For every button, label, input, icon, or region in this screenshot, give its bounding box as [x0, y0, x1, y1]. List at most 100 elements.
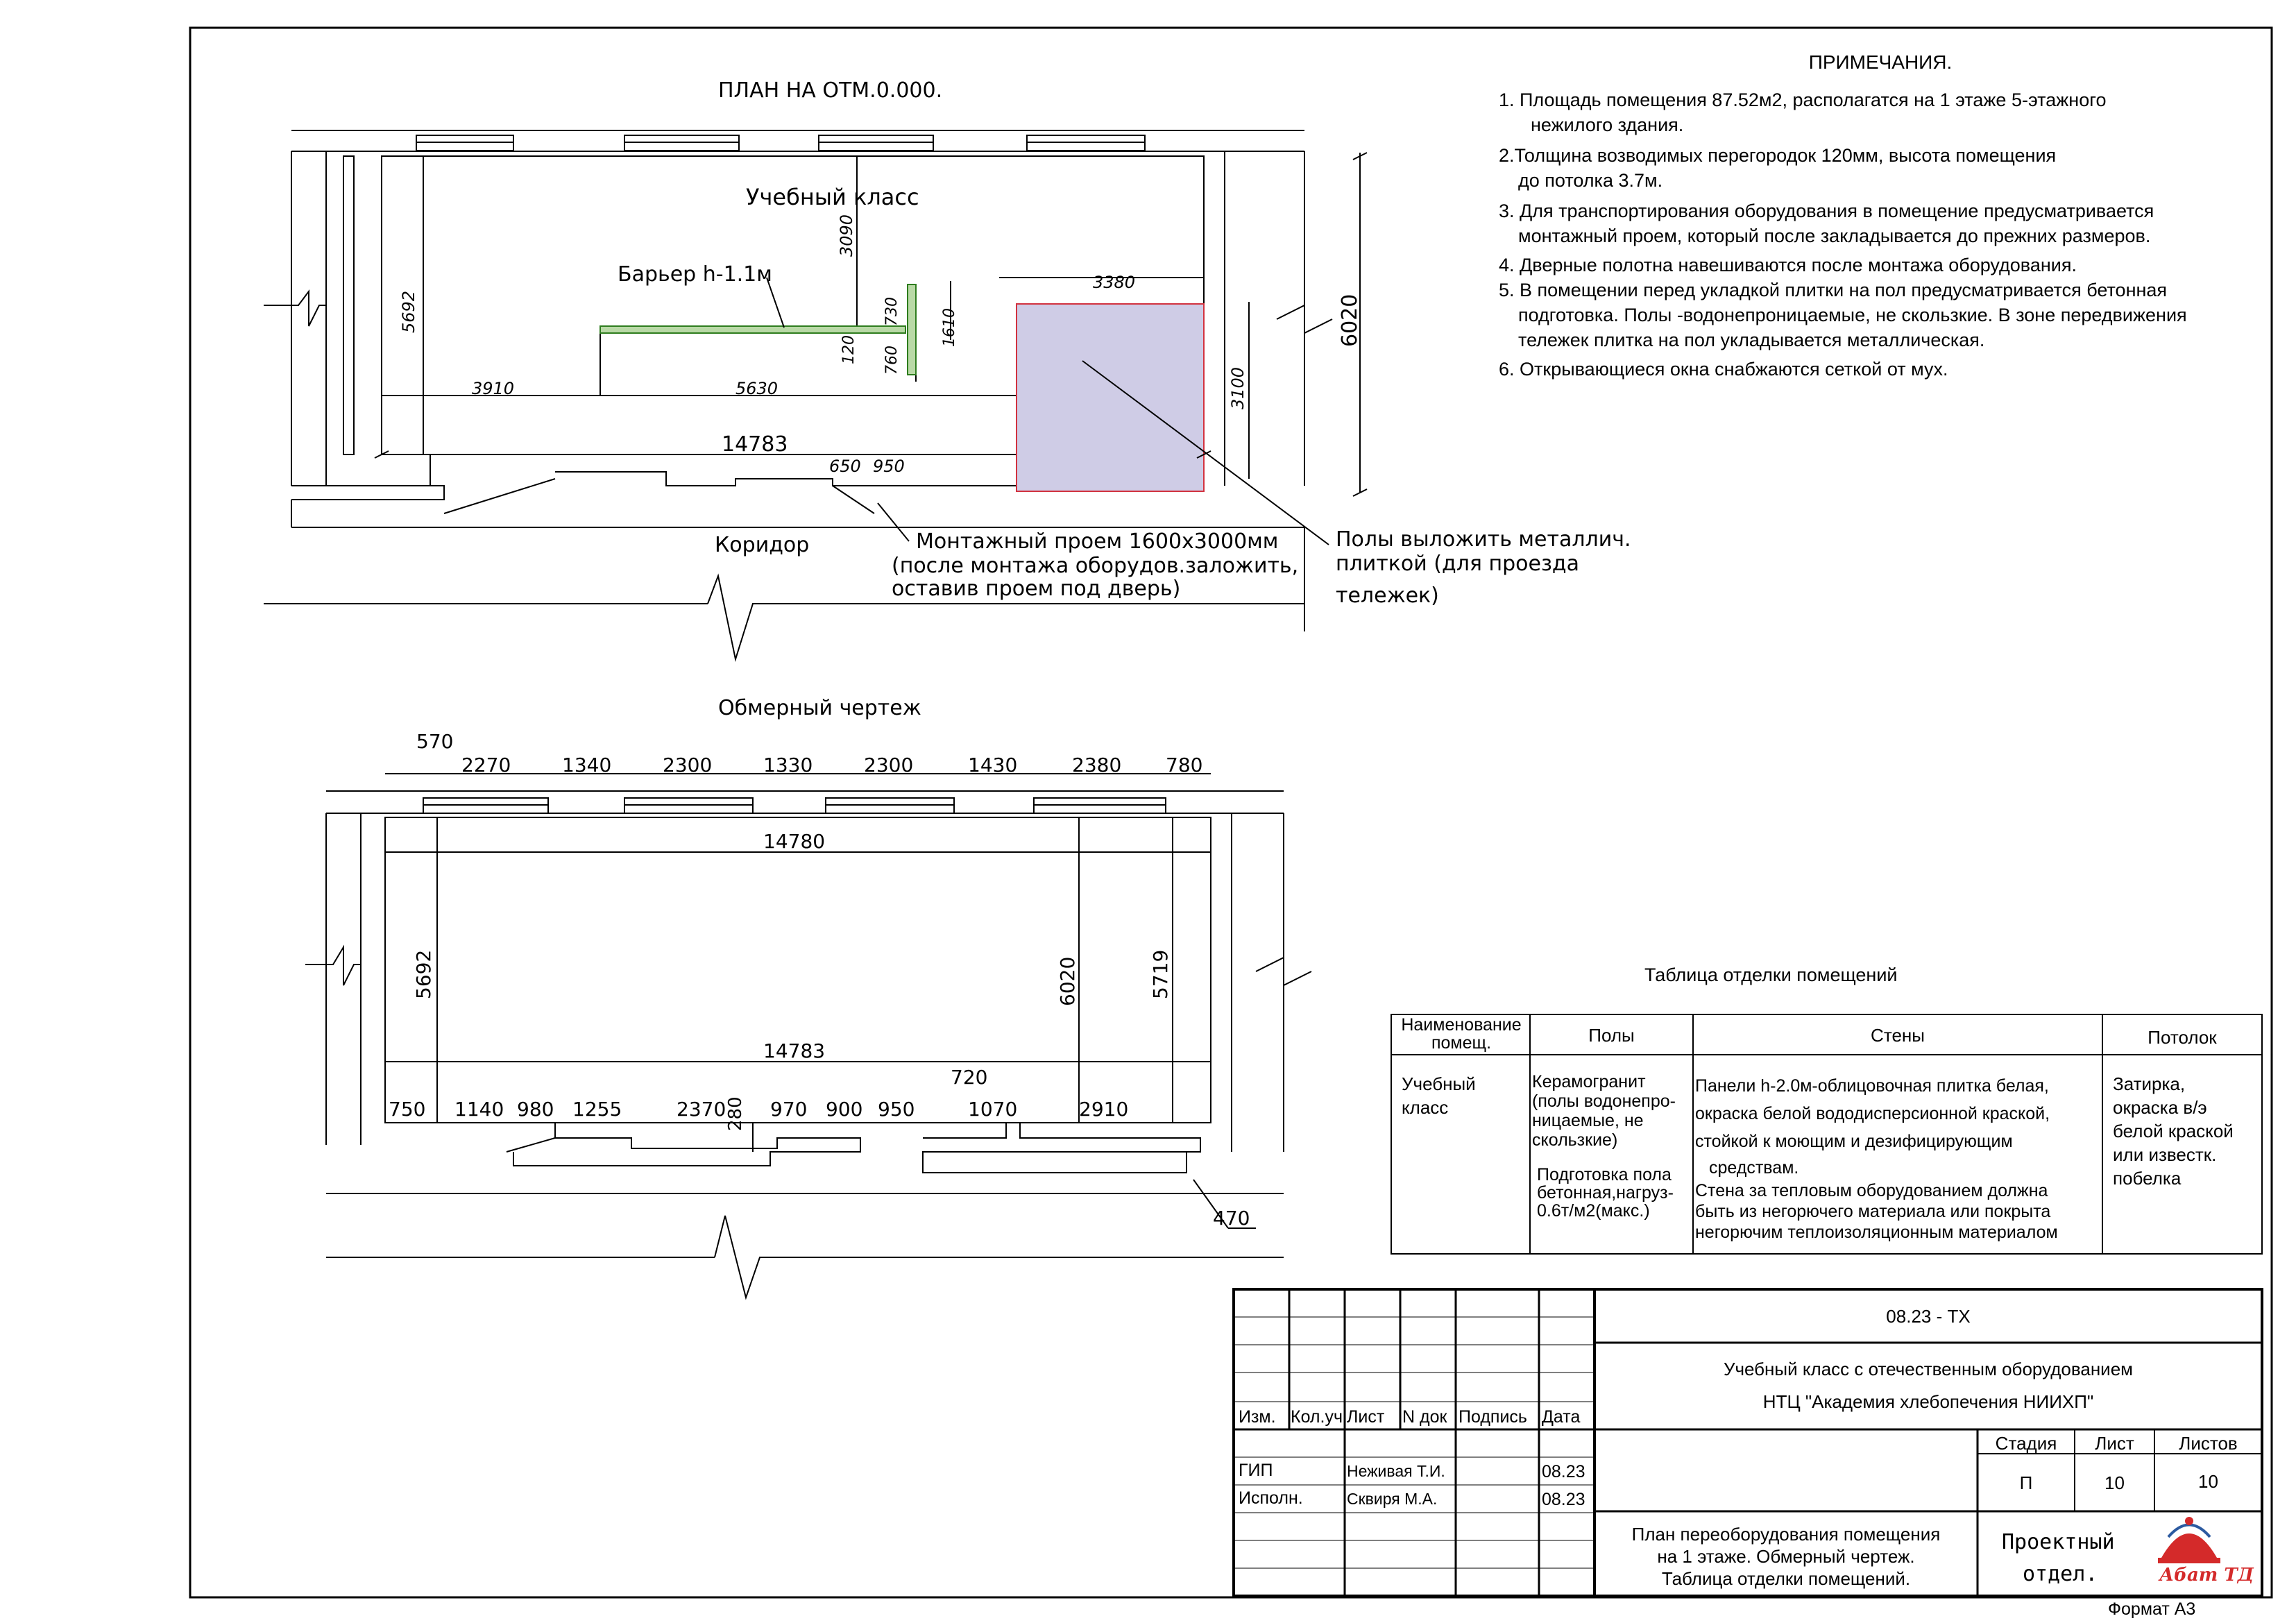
survey-dim-14783: 14783 [763, 1039, 825, 1062]
survey-dim-14780: 14780 [763, 830, 825, 853]
survey-top-dim-5: 1330 [763, 754, 813, 776]
sheet-frame [189, 26, 2273, 1599]
row-walls: Панели h-2.0м-облицовочная плитка белая,… [1695, 1076, 2058, 1242]
survey-top-dim-4: 2300 [663, 754, 712, 776]
notes-header: ПРИМЕЧАНИЯ. [1808, 51, 1953, 73]
dim-3910: 3910 [472, 379, 514, 398]
sheet-title: План переоборудования помещения на 1 эта… [1631, 1524, 1941, 1589]
survey-top-dim-1: 570 [416, 730, 453, 753]
name-gip: Неживая Т.И. [1347, 1462, 1445, 1480]
dim-120: 120 [840, 335, 858, 364]
dim-6020: 6020 [1338, 294, 1362, 347]
name-exec: Сквиря М.А. [1347, 1490, 1438, 1508]
plan-title: ПЛАН НА ОТМ.0.000. [718, 78, 942, 103]
col-signature: Подпись [1459, 1407, 1527, 1427]
dim-3090: 3090 [837, 214, 856, 257]
finish-table-grid [1391, 1014, 2263, 1255]
row-floors-1: Керамогранит (полы водонепро- ницаемые, … [1532, 1072, 1676, 1150]
survey-top-dim-9: 780 [1166, 754, 1202, 776]
survey-drawing [305, 773, 1312, 1300]
survey-dim-470: 470 [1213, 1207, 1250, 1230]
note-2: 2.Толщина возводимых перегородок 120мм, … [1499, 145, 2057, 191]
room-label: Учебный класс [746, 184, 919, 210]
note-3: 3. Для транспортирования оборудования в … [1499, 201, 2154, 246]
dim-3380: 3380 [1093, 273, 1135, 292]
survey-title: Обмерный чертеж [718, 696, 921, 720]
col-header-ceiling: Потолок [2148, 1027, 2217, 1048]
plan-labels: ПЛАН НА ОТМ.0.000. Учебный класс Барьер … [399, 78, 1631, 608]
col-ndoc: N док [1402, 1407, 1447, 1427]
role-exec: Исполн. [1239, 1488, 1303, 1508]
dim-950: 950 [873, 457, 905, 476]
col-header-floors: Полы [1588, 1025, 1635, 1046]
col-kolch: Кол.уч [1291, 1407, 1343, 1427]
survey-bottom-dim-4: 1255 [572, 1098, 622, 1121]
opening-label-1: Монтажный проем 1600х3000мм [916, 529, 1278, 554]
doc-code: 08.23 - ТХ [1886, 1306, 1971, 1327]
note-1: 1. Площадь помещения 87.52м2, располагат… [1499, 90, 2107, 135]
date-exec: 08.23 [1542, 1490, 1585, 1509]
sheets-label: Листов [2179, 1433, 2238, 1454]
floor-label-1: Полы выложить металлич. [1336, 527, 1631, 552]
opening-label-2: (после монтажа оборудов.заложить, [892, 554, 1298, 578]
dim-3100: 3100 [1228, 367, 1248, 409]
row-name: Учебный класс [1402, 1073, 1476, 1118]
dept-name: Проектный отдел. [2002, 1530, 2115, 1586]
abat-logo [2158, 1517, 2220, 1563]
logo-text: Абат ТД [2159, 1565, 2254, 1586]
plan-drawing [264, 130, 1368, 662]
floor-label-2: плиткой (для проезда [1336, 552, 1579, 576]
dim-730: 730 [883, 297, 901, 326]
row-floors-2: Подготовка пола бетонная,нагруз- 0.6т/м2… [1537, 1165, 1674, 1221]
survey-top-dim-8: 2380 [1072, 754, 1121, 776]
floor-label-3: тележек) [1336, 584, 1439, 608]
survey-bottom-dim-8: 900 [826, 1098, 862, 1121]
role-gip: ГИП [1239, 1461, 1273, 1480]
note-6: 6. Открывающиеся окна снабжаются сеткой … [1499, 359, 1948, 380]
org-name: НТЦ "Академия хлебопечения НИИХП" [1762, 1391, 2094, 1412]
notes-block: ПРИМЕЧАНИЯ. 1. Площадь помещения 87.52м2… [1499, 50, 2262, 382]
survey-bottom-dim-5: 2370 [677, 1098, 726, 1121]
date-gip: 08.23 [1542, 1462, 1585, 1481]
sheet-value: 10 [2104, 1472, 2125, 1493]
note-4: 4. Дверные полотна навешиваются после мо… [1499, 255, 2077, 275]
survey-bottom-dim-6: 280 [725, 1096, 746, 1131]
dim-5692: 5692 [399, 291, 418, 333]
survey-bottom-dim-2: 1140 [454, 1098, 504, 1121]
survey-bottom-dim-3: 980 [517, 1098, 554, 1121]
survey-top-dim-2: 2270 [461, 754, 511, 776]
note-5: 5. В помещении перед укладкой плитки на … [1499, 280, 2187, 350]
survey-dim-6020: 6020 [1056, 957, 1079, 1006]
survey-top-dim-3: 1340 [562, 754, 611, 776]
survey-dim-5692: 5692 [412, 950, 435, 999]
corridor-label: Коридор [715, 533, 809, 557]
col-date: Дата [1542, 1407, 1581, 1427]
stage-value: П [2019, 1472, 2033, 1493]
sheets-value: 10 [2198, 1471, 2218, 1492]
col-izm: Изм. [1239, 1407, 1276, 1427]
col-header-walls: Стены [1871, 1025, 1925, 1046]
survey-bottom-dim-11: 2910 [1079, 1098, 1128, 1121]
finish-table-caption: Таблица отделки помещений [1644, 965, 1898, 985]
survey-bottom-dim-7: 970 [770, 1098, 807, 1121]
dim-1610: 1610 [941, 308, 958, 347]
survey-dim-5719: 5719 [1149, 950, 1172, 999]
survey-dim-720: 720 [951, 1066, 987, 1089]
dim-14783: 14783 [722, 432, 788, 457]
survey-labels: Обмерный чертеж 570 2270 1340 2300 1330 … [389, 696, 1250, 1230]
survey-top-dim-6: 2300 [864, 754, 913, 776]
survey-top-dim-7: 1430 [968, 754, 1017, 776]
barrier-label: Барьер h-1.1м [618, 262, 772, 287]
dim-5630: 5630 [735, 379, 778, 398]
title-block-grid [1232, 1288, 2263, 1597]
project-name: Учебный класс с отечественным оборудован… [1723, 1359, 2134, 1379]
format-label: Формат А3 [2108, 1599, 2196, 1619]
row-ceiling: Затирка, окраска в/э белой краской или и… [2113, 1073, 2234, 1189]
opening-label-3: оставив проем под дверь) [892, 577, 1180, 601]
col-list: Лист [1347, 1407, 1385, 1427]
survey-bottom-dim-10: 1070 [968, 1098, 1017, 1121]
survey-bottom-dim-9: 950 [878, 1098, 915, 1121]
sheet-label: Лист [2095, 1433, 2134, 1454]
stage-label: Стадия [1995, 1433, 2057, 1454]
